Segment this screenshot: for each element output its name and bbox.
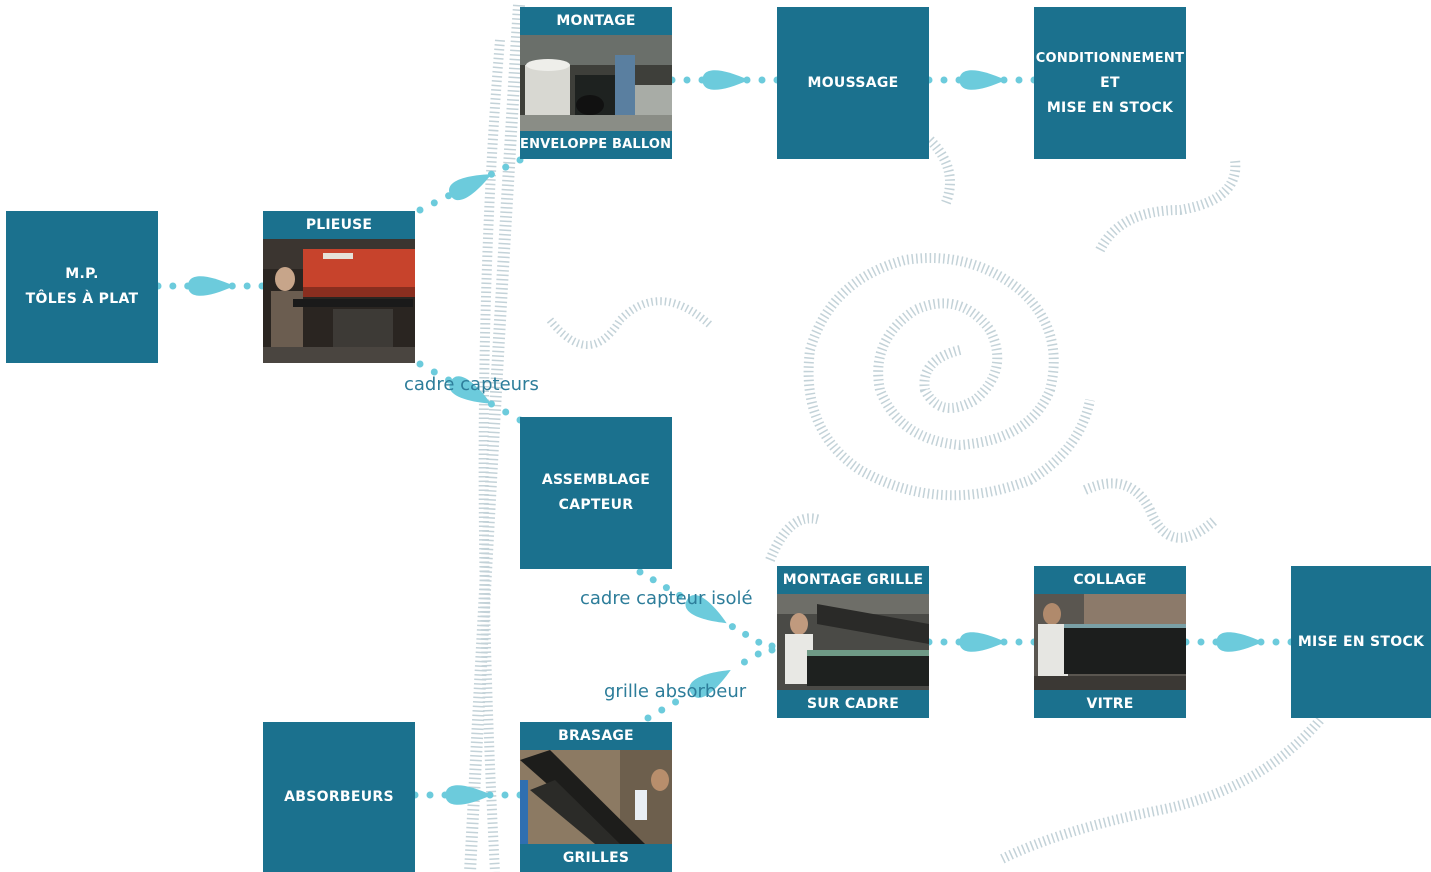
connector-dot	[169, 282, 177, 290]
connector-dot	[940, 76, 948, 84]
connector-dot	[426, 791, 434, 799]
node-montage-title: MONTAGE	[556, 13, 636, 29]
edge-absorbeurs-brasage	[411, 785, 524, 805]
connector-dot	[658, 706, 666, 714]
node-absorbeurs: ABSORBEURS	[263, 722, 415, 872]
node-conditionnement-line-2: ET	[1100, 74, 1120, 91]
connector-dot	[755, 638, 763, 646]
node-mp-line-1: M.P.	[65, 266, 99, 282]
node-montage: MONTAGE ENVELOPPE BALLONS	[520, 7, 672, 159]
connector-dot	[1015, 76, 1023, 84]
edge-assemblage-grille	[636, 568, 776, 654]
connector-dot	[416, 206, 424, 214]
node-brasage-title: BRASAGE	[558, 728, 634, 744]
node-collage-title: COLLAGE	[1073, 572, 1147, 588]
connector-dot	[758, 76, 766, 84]
node-montage-grille: MONTAGE GRILLE SUR CADRE	[777, 566, 929, 718]
teardrop-arrow-icon	[959, 70, 1006, 90]
connector-dot	[768, 642, 776, 650]
node-collage: COLLAGE VITRE	[1034, 566, 1186, 718]
connector-dot	[644, 714, 652, 722]
glass-gluing-photo	[1034, 594, 1186, 690]
connector-dot	[416, 360, 424, 368]
connector-dot	[742, 630, 750, 638]
node-assemblage-line-1: ASSEMBLAGE	[541, 472, 651, 488]
teardrop-arrow-icon	[702, 70, 749, 90]
connector-dot	[672, 698, 680, 706]
edge-moussage-cond	[925, 70, 1038, 90]
teardrop-arrow-icon	[959, 632, 1006, 652]
press-brake-photo	[263, 239, 415, 363]
connector-dot	[940, 638, 948, 646]
teardrop-arrow-icon	[188, 276, 234, 296]
teardrop-arrow-icon	[445, 785, 492, 805]
connector-dot	[501, 791, 509, 799]
edge-grille-collage	[925, 632, 1038, 652]
node-montage-subtitle: ENVELOPPE BALLONS	[520, 137, 672, 152]
node-montage-grille-subtitle: SUR CADRE	[807, 696, 899, 712]
node-moussage-line-1: MOUSSAGE	[807, 74, 899, 91]
connector-dot	[430, 368, 438, 376]
connector-dot	[683, 76, 691, 84]
teardrop-arrow-icon	[449, 174, 492, 201]
connector-dot	[676, 591, 684, 599]
brazing-photo	[520, 750, 672, 844]
connector-dot	[662, 584, 670, 592]
edge-brasage-grille	[644, 642, 776, 722]
node-mise-en-stock-line-1: MISE EN STOCK	[1297, 633, 1425, 650]
edge-label-cadre-capteur-isole: cadre capteur isolé	[580, 588, 753, 609]
grid-mounting-photo	[777, 594, 929, 690]
connector-dot	[502, 163, 510, 171]
edge-montage-moussage	[668, 70, 781, 90]
node-absorbeurs-line-1: ABSORBEURS	[284, 788, 394, 805]
edge-collage-stock	[1182, 632, 1295, 652]
connector-dot	[740, 658, 748, 666]
edge-plieuse-montage	[416, 156, 524, 214]
node-plieuse-title: PLIEUSE	[305, 217, 373, 233]
connector-dot	[649, 576, 657, 584]
connector-dot	[1272, 638, 1280, 646]
connector-dot	[754, 650, 762, 658]
node-conditionnement-line-1: CONDITIONNEMENT	[1035, 50, 1185, 66]
connector-dot	[636, 568, 644, 576]
edge-label-grille-absorbeur: grille absorbeur	[604, 681, 747, 702]
node-assemblage-line-2: CAPTEUR	[558, 497, 634, 513]
teardrop-arrow-icon	[685, 595, 727, 624]
teardrop-arrow-icon	[689, 669, 731, 698]
connector-dot	[445, 376, 453, 384]
node-conditionnement: CONDITIONNEMENT ET MISE EN STOCK	[1034, 7, 1186, 159]
node-moussage: MOUSSAGE	[777, 7, 929, 159]
node-mp-toles: M.P. TÔLES À PLAT	[6, 211, 158, 363]
connector-dot	[728, 623, 736, 631]
node-collage-subtitle: VITRE	[1086, 696, 1134, 712]
connector-dot	[1197, 638, 1205, 646]
node-brasage: BRASAGE GRILLES	[520, 722, 672, 872]
workshop-photo	[520, 35, 672, 131]
edge-label-cadre-capteurs: cadre capteurs	[404, 374, 539, 395]
connector-dot	[1015, 638, 1023, 646]
node-conditionnement-line-3: MISE EN STOCK	[1046, 99, 1174, 116]
teardrop-arrow-icon	[449, 376, 491, 404]
node-plieuse: PLIEUSE	[263, 211, 415, 363]
connector-dot	[243, 282, 251, 290]
teardrop-arrow-icon	[1216, 632, 1263, 652]
node-mp-line-2: TÔLES À PLAT	[25, 291, 139, 307]
node-assemblage-capteur: ASSEMBLAGE CAPTEUR	[520, 417, 672, 569]
node-montage-grille-title: MONTAGE GRILLE	[782, 572, 924, 588]
connector-dot	[502, 408, 510, 416]
connector-dot	[430, 199, 438, 207]
node-mise-en-stock: MISE EN STOCK	[1291, 566, 1431, 718]
edge-mp-plieuse	[154, 276, 266, 296]
node-brasage-subtitle: GRILLES	[562, 850, 630, 866]
